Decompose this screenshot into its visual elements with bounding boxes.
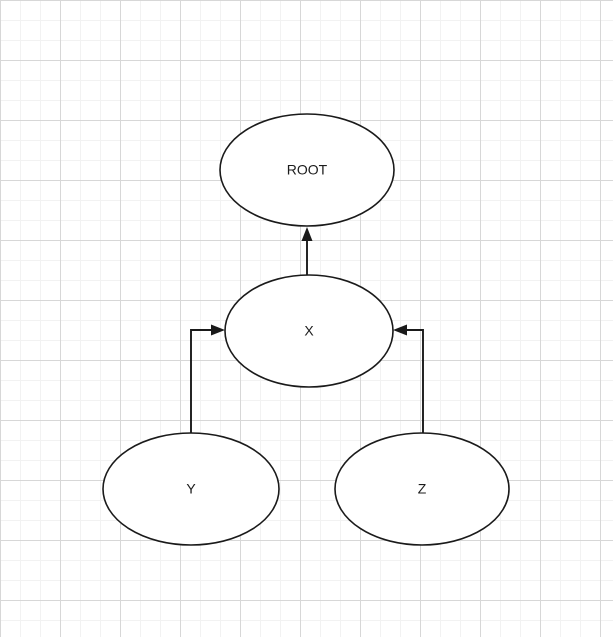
arrowhead-left-icon: [393, 324, 407, 336]
node-z-label: Z: [418, 481, 427, 497]
node-x-label: X: [304, 323, 314, 339]
node-y[interactable]: Y: [102, 432, 280, 546]
node-x-shape[interactable]: [224, 274, 394, 388]
edge-y-to-x-line[interactable]: [190, 329, 212, 433]
node-x[interactable]: X: [224, 274, 394, 388]
node-root[interactable]: ROOT: [219, 113, 395, 227]
arrowhead-right-icon: [211, 324, 225, 336]
node-z-shape[interactable]: [334, 432, 510, 546]
edge-z-to-x-line[interactable]: [406, 329, 424, 433]
arrowhead-up-icon: [301, 227, 313, 241]
edge-x-to-root[interactable]: [301, 227, 313, 275]
node-y-label: Y: [186, 481, 196, 497]
node-root-label: ROOT: [287, 162, 328, 178]
node-y-shape[interactable]: [102, 432, 280, 546]
node-z[interactable]: Z: [334, 432, 510, 546]
node-root-shape[interactable]: [219, 113, 395, 227]
node-layer: ROOT X Y Z: [102, 113, 510, 546]
edge-z-to-x[interactable]: [393, 324, 424, 434]
edge-y-to-x[interactable]: [190, 324, 225, 434]
edge-layer: [190, 227, 424, 434]
